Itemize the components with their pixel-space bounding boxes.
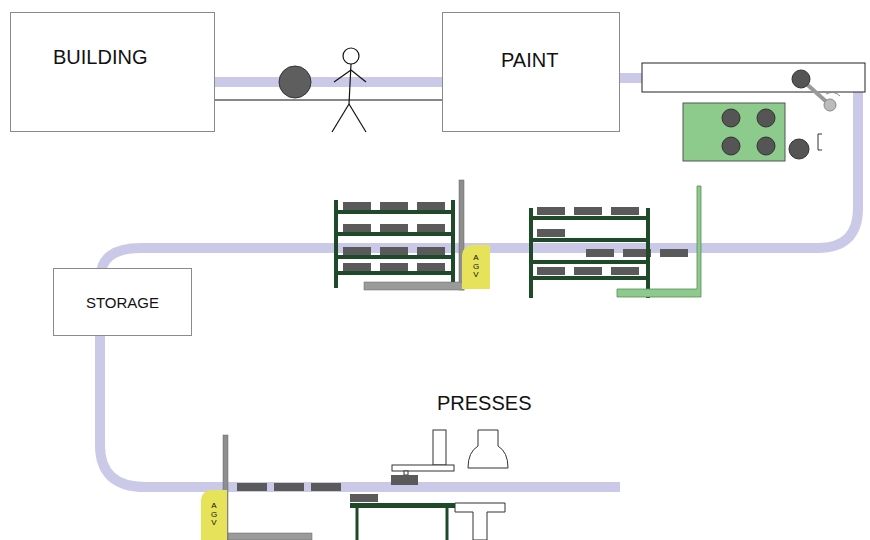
exit-conveyor (642, 63, 865, 92)
robot-arm (792, 70, 840, 111)
paint-box: PAINT (442, 12, 620, 132)
storage-rack (531, 186, 701, 298)
storage-rack (336, 180, 464, 290)
press-line (223, 430, 508, 540)
node-label: PAINT (501, 49, 619, 72)
rail-line (210, 99, 442, 100)
part-ball (279, 66, 311, 98)
storage-box: STORAGE (53, 268, 192, 336)
node-label: AGV (472, 254, 480, 280)
worker-figure (332, 48, 366, 132)
conveyor-band (215, 77, 442, 87)
agv-vehicle: AGV (462, 245, 490, 289)
agv-vehicle: AGV (201, 490, 227, 540)
area-label: PRESSES (437, 392, 531, 415)
node-label: BUILDING (53, 46, 214, 69)
conveyor-band (100, 336, 620, 487)
node-label: AGV (210, 502, 218, 528)
building-box: BUILDING (10, 12, 215, 132)
buffer-table (683, 103, 822, 161)
node-label: STORAGE (86, 294, 159, 311)
